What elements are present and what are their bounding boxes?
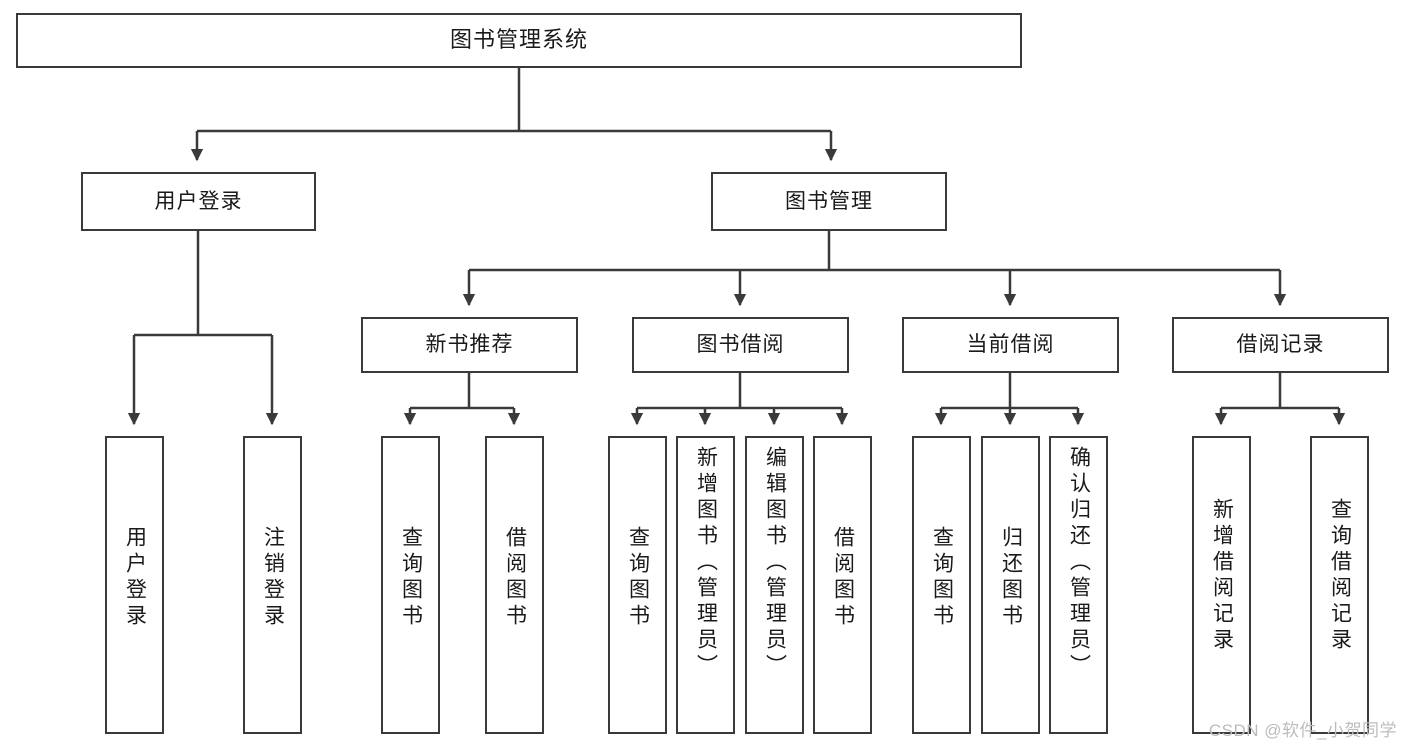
leaf-label: 新增借阅记录 [1210,498,1234,654]
node-leaf-add-record[interactable]: 新增借阅记录 [1192,436,1251,734]
leaf-label: 用户登录 [123,526,147,630]
csdn-watermark: CSDN @软件_小贺同学 [1208,721,1397,740]
node-book-manage[interactable]: 图书管理 [711,172,947,231]
node-leaf-user-logout[interactable]: 注销登录 [243,436,302,734]
node-book-borrow[interactable]: 图书借阅 [632,317,849,373]
node-root-system[interactable]: 图书管理系统 [16,13,1022,68]
node-leaf-query-book-1[interactable]: 查询图书 [381,436,440,734]
leaf-label: 借阅图书 [503,526,527,630]
node-leaf-edit-book[interactable]: 编辑图书（管理员） [745,436,804,734]
node-leaf-query-book-3[interactable]: 查询图书 [912,436,971,734]
leaf-label: 查询借阅记录 [1328,498,1352,654]
leaf-label: 确认归还（管理员） [1067,446,1091,680]
leaf-label: 归还图书 [999,526,1023,630]
leaf-label: 查询图书 [399,526,423,630]
node-leaf-add-book[interactable]: 新增图书（管理员） [676,436,735,734]
node-leaf-return-book[interactable]: 归还图书 [981,436,1040,734]
node-leaf-confirm-return[interactable]: 确认归还（管理员） [1049,436,1108,734]
node-borrow-record[interactable]: 借阅记录 [1172,317,1389,373]
node-current-borrow[interactable]: 当前借阅 [902,317,1119,373]
node-leaf-borrow-book-2[interactable]: 借阅图书 [813,436,872,734]
leaf-label: 查询图书 [930,526,954,630]
leaf-label: 注销登录 [261,526,285,630]
node-leaf-user-login[interactable]: 用户登录 [105,436,164,734]
leaf-label: 编辑图书（管理员） [763,446,787,680]
leaf-label: 借阅图书 [831,526,855,630]
node-new-book-recommend[interactable]: 新书推荐 [361,317,578,373]
node-leaf-query-book-2[interactable]: 查询图书 [608,436,667,734]
node-leaf-query-record[interactable]: 查询借阅记录 [1310,436,1369,734]
leaf-label: 查询图书 [626,526,650,630]
leaf-label: 新增图书（管理员） [694,446,718,680]
node-leaf-borrow-book-1[interactable]: 借阅图书 [485,436,544,734]
node-user-login[interactable]: 用户登录 [81,172,316,231]
